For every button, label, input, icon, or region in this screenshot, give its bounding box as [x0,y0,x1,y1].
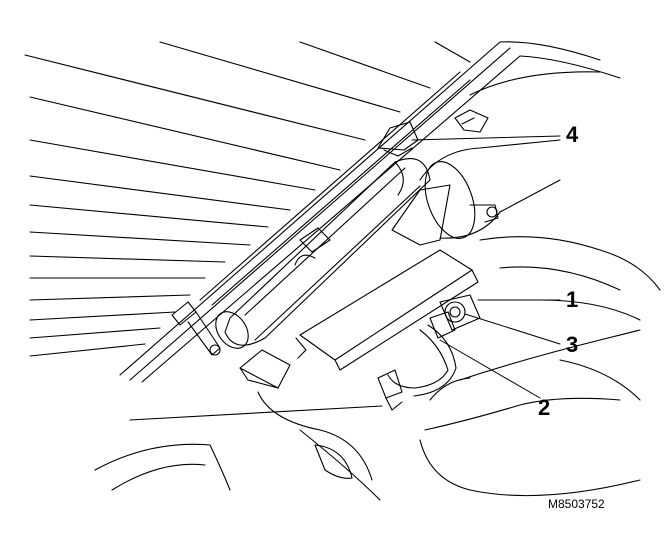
inflator-canister [416,140,560,245]
callout-4: 4 [566,122,579,147]
lower-trim [95,237,660,500]
wiring-harness [378,312,456,410]
roof-rail [120,42,620,382]
reference-code: M8503752 [548,497,605,511]
fasteners [172,228,480,358]
airbag-cylinder [209,159,430,355]
headliner-lines [25,42,470,356]
upper-clip [378,110,488,156]
callout-leaders [412,136,560,398]
callout-2: 2 [538,395,551,420]
callout-1: 1 [566,287,579,312]
callout-3: 3 [566,332,579,357]
mounting-bracket [240,185,478,388]
